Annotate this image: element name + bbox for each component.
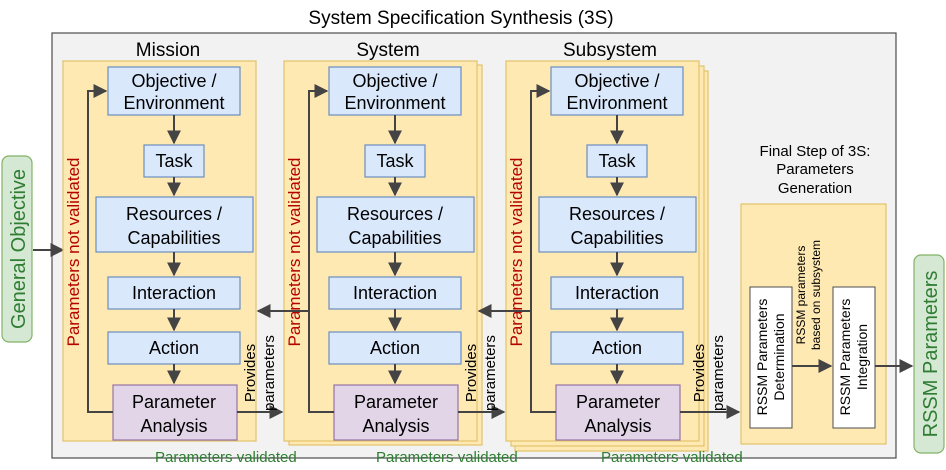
system-objective-box (328, 66, 462, 116)
subsystem-action-label: Action (592, 338, 642, 358)
final-step-title-line1: Final Step of 3S: (760, 143, 871, 160)
subsystem-not-validated-label: Parameters not validated (507, 158, 526, 347)
system-resources-line1: Resources / (347, 204, 443, 224)
integration-box (832, 286, 876, 429)
system-interaction-label: Interaction (353, 283, 437, 303)
system-heading: System (356, 40, 419, 61)
determination-line2: Determination (771, 313, 787, 400)
subsystem-interaction-box (550, 276, 684, 310)
mission-resources-box (95, 196, 254, 253)
system-column: Parameters not validated Objective / Env… (256, 66, 506, 441)
subsystem-analysis-box (555, 384, 681, 441)
mission-validated-label: Parameters validated (155, 449, 297, 466)
system-action-box (328, 331, 462, 365)
mission-feedback-arrow (87, 84, 113, 413)
provides-label-3b: parameters (710, 335, 727, 411)
final-step: Final Step of 3S: Parameters Generation … (740, 143, 914, 445)
mission-not-validated-label: Parameters not validated (64, 158, 83, 347)
subsystem-feedback-arrow (530, 84, 556, 413)
subsystem-objective-line1: Objective / (574, 71, 659, 91)
subsystem-validated-label: Parameters validated (601, 449, 743, 466)
mission-task-label: Task (155, 151, 193, 171)
system-not-validated-label: Parameters not validated (285, 158, 304, 347)
connector-line1: RSSM parameters (794, 246, 808, 345)
general-objective-box (1, 155, 33, 343)
subsystem-resources-line2: Capabilities (570, 228, 663, 248)
provides-label-2b: parameters (482, 335, 499, 411)
mission-column: Parameters not validated Objective / Env… (64, 66, 284, 441)
system-analysis-box (333, 384, 459, 441)
integration-line1: RSSM Parameters (837, 299, 853, 416)
subsystem-task-box (586, 144, 648, 178)
system-interaction-box (328, 276, 462, 310)
diagram-title: System Specification Synthesis (3S) (308, 8, 613, 29)
system-feedback-arrow (308, 84, 334, 413)
mission-interaction-box (107, 276, 241, 310)
mission-interaction-label: Interaction (132, 283, 216, 303)
provides-label-3a: Provides (691, 344, 708, 402)
general-objective-label: General Objective (8, 169, 30, 329)
subsystem-resources-line1: Resources / (569, 204, 665, 224)
system-analysis-line2: Analysis (362, 416, 429, 436)
connector-line2: based on subsystem (809, 240, 823, 350)
mission-task-box (143, 144, 205, 178)
mission-objective-box (107, 66, 241, 116)
system-validated-label: Parameters validated (376, 449, 518, 466)
system-resources-box (316, 196, 475, 253)
determination-line1: RSSM Parameters (754, 299, 770, 416)
system-resources-line2: Capabilities (348, 228, 441, 248)
mission-action-label: Action (149, 338, 199, 358)
system-task-label: Task (376, 151, 414, 171)
system-objective-line2: Environment (344, 93, 445, 113)
rssm-parameters-box (913, 254, 945, 454)
subsystem-objective-line2: Environment (566, 93, 667, 113)
subsystem-column: Parameters not validated Objective / Env… (477, 66, 741, 441)
system-analysis-line1: Parameter (354, 392, 438, 412)
provides-label-1a: Provides (242, 344, 259, 402)
subsystem-analysis-line2: Analysis (584, 416, 651, 436)
system-action-label: Action (370, 338, 420, 358)
subsystem-task-label: Task (598, 151, 636, 171)
mission-resources-line2: Capabilities (127, 228, 220, 248)
subsystem-interaction-label: Interaction (575, 283, 659, 303)
provides-label-1b: parameters (261, 335, 278, 411)
subsystem-resources-box (538, 196, 697, 253)
subsystem-analysis-line1: Parameter (576, 392, 660, 412)
final-step-title-line2: Parameters (776, 161, 854, 178)
mission-action-box (107, 331, 241, 365)
provides-label-2a: Provides (463, 344, 480, 402)
system-objective-line1: Objective / (352, 71, 437, 91)
final-step-title-line3: Generation (778, 180, 852, 197)
mission-objective-line2: Environment (123, 93, 224, 113)
mission-resources-line1: Resources / (126, 204, 222, 224)
rssm-parameters-label: RSSM Parameters (920, 271, 942, 438)
determination-box (749, 286, 793, 429)
mission-analysis-line2: Analysis (140, 416, 207, 436)
mission-heading: Mission (136, 40, 200, 61)
subsystem-heading: Subsystem (563, 40, 657, 61)
integration-line2: Integration (854, 324, 870, 390)
mission-analysis-line1: Parameter (132, 392, 216, 412)
mission-objective-line1: Objective / (131, 71, 216, 91)
mission-analysis-box (112, 384, 238, 441)
